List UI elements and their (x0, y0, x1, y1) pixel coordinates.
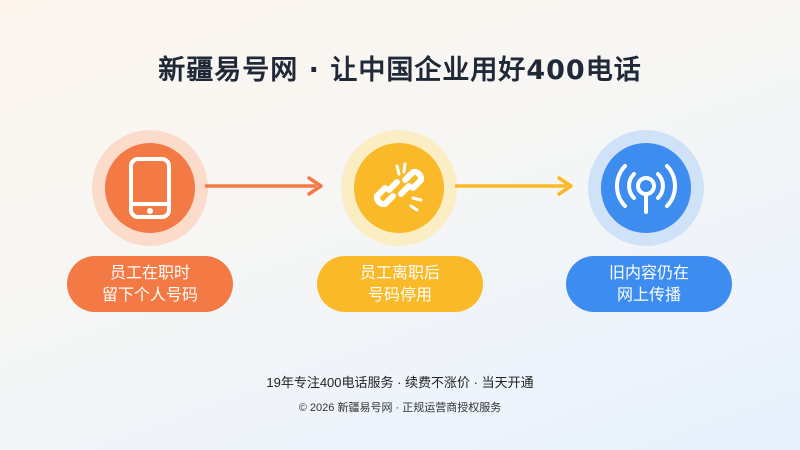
step-halo (588, 130, 704, 246)
step-label-line1: 员工离职后 (359, 263, 440, 282)
page-title: 新疆易号网 · 让中国企业用好400电话 (158, 55, 642, 86)
step-label-line2: 留下个人号码 (101, 285, 198, 304)
step-label-pill: 旧内容仍在 网上传播 (566, 256, 732, 312)
step-label-line1: 员工在职时 (109, 263, 190, 282)
step-label-pill: 员工在职时 留下个人号码 (67, 256, 233, 312)
step-label-line2: 号码停用 (367, 285, 432, 304)
arrow-right-icon (205, 176, 323, 196)
broadcast-icon (615, 164, 677, 214)
step-label-line2: 网上传播 (616, 285, 681, 304)
arrow-right-icon (455, 176, 573, 196)
step-halo (341, 130, 457, 246)
step-halo (92, 130, 208, 246)
copyright-notice: © 2026 新疆易号网 · 正规运营商授权服务 (298, 402, 502, 414)
step-circle (601, 143, 691, 233)
step-circle (354, 143, 444, 233)
broken-link-icon (373, 162, 425, 212)
service-tagline: 19年专注400电话服务 · 续费不涨价 · 当天开通 (266, 375, 534, 390)
step-label-line1: 旧内容仍在 (608, 263, 689, 282)
phone-icon (129, 157, 171, 219)
step-circle (105, 143, 195, 233)
step-label-pill: 员工离职后 号码停用 (317, 256, 483, 312)
